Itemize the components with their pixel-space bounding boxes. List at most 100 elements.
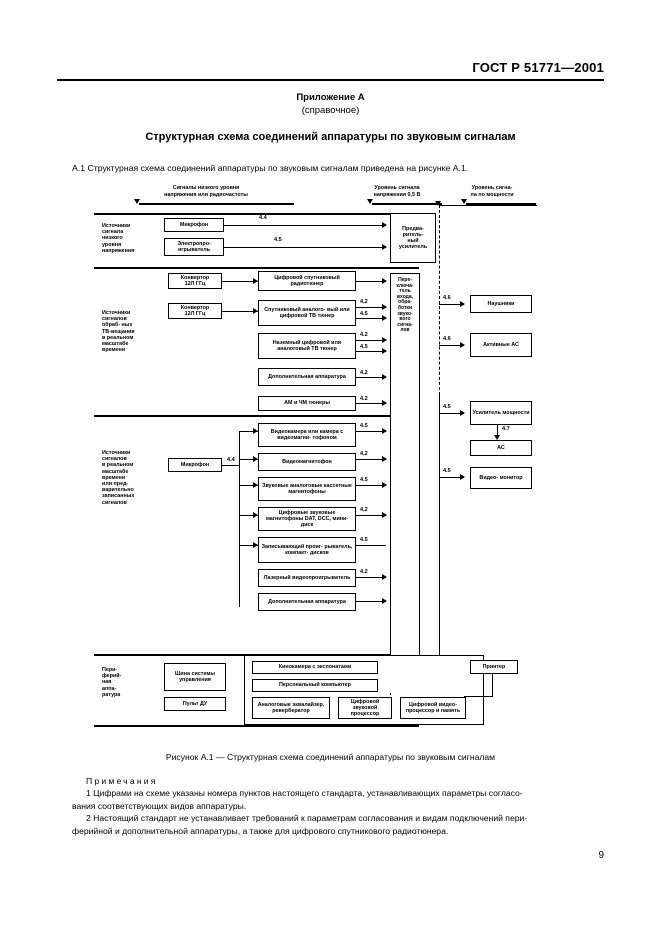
preamp-top-feed (439, 205, 537, 207)
box-cine-camera: Кинокамера с экспонатами (252, 661, 378, 674)
arrow-digital-in (253, 512, 258, 518)
out-terr-a (356, 340, 386, 342)
selector-rail (439, 393, 441, 693)
num-4-2-c: 4.2 (360, 332, 368, 338)
out-additional-2 (356, 601, 386, 603)
bus-group3 (239, 431, 241, 607)
box-digital-video-processor: Цифровой видео- процессор и память (400, 697, 466, 719)
group-sep-2 (94, 267, 419, 269)
arrow-cd-in (253, 542, 258, 548)
arrow-cassette-in (253, 482, 258, 488)
arrow-power-amp (460, 410, 465, 416)
box-vcr: Видеомагнитофон (258, 453, 356, 471)
num-4-7: 4.7 (502, 426, 510, 432)
group-sep-3 (94, 415, 419, 417)
num-4-2-d: 4.2 (360, 370, 368, 376)
box-analog-equalizer: Аналоговые эквалайзер, ревербератор (252, 697, 330, 719)
amp-to-speakers (497, 425, 499, 437)
num-4-4-a: 4.4 (259, 215, 267, 221)
box-speakers: АС (470, 440, 532, 456)
out-sat-radio (356, 281, 386, 283)
num-4-2-h: 4.2 (360, 569, 368, 575)
num-4-2-f: 4.2 (360, 451, 368, 457)
note-1-cont: вания соответствующих видов аппаратуры. (72, 800, 247, 811)
notes-block: Примечания 1 Цифрами на схеме указаны но… (72, 775, 604, 837)
column-header-power-1: Уровень сигна- (471, 185, 513, 191)
header-underline-1 (139, 203, 294, 205)
box-sat-tv-tuner: Спутниковый аналого- вый или цифровой ТВ… (258, 300, 356, 326)
feed-camcorder (239, 431, 258, 433)
num-4-2-g: 4.2 (360, 507, 368, 513)
out-additional-1 (356, 377, 386, 379)
link-mic-to-preamp (224, 225, 386, 227)
num-4-6-c: 4.5 (443, 404, 451, 410)
bottom-rail (390, 693, 392, 695)
box-additional-equipment-1: Дополнительная аппаратура (258, 368, 356, 386)
arrow-sat-radio (382, 278, 387, 284)
box-digital-audio-processor: Цифровой звуковой процессор (338, 697, 392, 719)
out-cassette (356, 485, 386, 487)
header-underline-3 (466, 203, 536, 205)
mic2-link (222, 465, 239, 467)
arrow-active-speakers (460, 342, 465, 348)
num-4-5-a: 4.5 (274, 237, 282, 243)
out-camcorder (356, 431, 386, 433)
out-am-fm (356, 403, 386, 405)
selector-rail-dashed (439, 205, 440, 395)
box-record-player: Электропро- игрыватель (164, 238, 224, 256)
header-arrow-2 (367, 199, 373, 204)
arrow-vcr-in (253, 456, 258, 462)
out-power-amp (439, 413, 464, 415)
num-4-5-f: 4.5 (360, 537, 368, 543)
num-4-5-c: 4.5 (360, 344, 368, 350)
column-header-voltage-1: Уровень сигнала (374, 185, 420, 191)
box-active-speakers: Активные АС (470, 333, 532, 357)
box-microphone-2: Микрофон (168, 458, 222, 472)
header-arrow-3 (461, 199, 467, 204)
box-control-bus: Шина системы управления (164, 663, 226, 691)
out-headphones (439, 304, 464, 306)
num-4-5-g: 4.5 (443, 468, 451, 474)
out-digital (356, 515, 386, 517)
num-4-5-b: 4.5 (360, 311, 368, 317)
appendix-subtitle: (справочное) (301, 105, 360, 116)
box-headphones: Наушники (470, 295, 532, 313)
arrow-sat-tv-a (382, 304, 387, 310)
arrow-terr-a (382, 337, 387, 343)
group-sep-1 (94, 213, 419, 215)
num-4-2-e: 4.2 (360, 396, 368, 402)
out-sat-tv-b (356, 318, 386, 320)
arrow-additional-1 (382, 374, 387, 380)
arrow-to-speakers (494, 435, 500, 440)
out-vcr (356, 459, 386, 461)
arrow-additional-2-out (382, 598, 387, 604)
feed-cd (239, 545, 258, 547)
arrow-laser-out (382, 574, 387, 580)
section-title: Структурная схема соединений аппаратуры … (145, 131, 516, 143)
box-video-monitor: Видео- монитор (470, 467, 532, 489)
num-4-5-d: 4.5 (360, 423, 368, 429)
feed-vcr (239, 459, 258, 461)
note-2: 2 Настоящий стандарт не устанавливает тр… (86, 813, 528, 824)
num-4-6-a: 4.6 (443, 295, 451, 301)
appendix-label: Приложение А (296, 92, 365, 103)
arrow-conv1 (253, 278, 258, 284)
num-4-6-b: 4.6 (443, 336, 451, 342)
arrow-terr-b (382, 348, 387, 354)
box-laser-video-player: Лазерный видеопроигрыватель (258, 569, 356, 587)
feed-digital (239, 515, 258, 517)
out-sat-tv-a (356, 307, 386, 309)
page-number: 9 (598, 850, 604, 861)
box-digital-audio-decks: Цифровые звуковые магнитофоны DAT, DCC, … (258, 507, 356, 531)
arrow-vcr-out (382, 456, 387, 462)
box-terrestrial-tv-tuner: Наземный цифровой или аналоговый ТВ тюне… (258, 333, 356, 359)
printer-link-v (492, 674, 494, 696)
